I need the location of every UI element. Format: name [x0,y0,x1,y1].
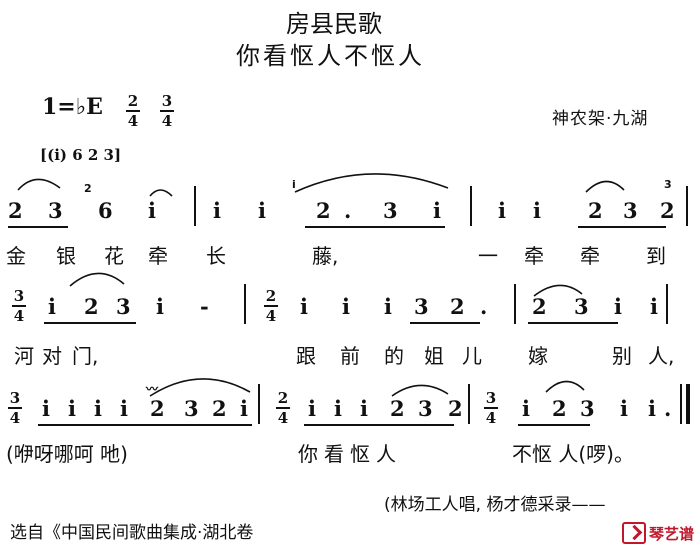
slur [69,272,125,287]
beam [518,424,590,426]
slur [545,380,585,393]
beam [38,424,252,426]
grace-note: 2 [84,182,92,195]
logo-icon [622,522,646,544]
song-title: 你看怄人不怄人 [236,42,425,70]
lyric: 牵 [524,244,544,268]
lyric: 藤, [312,244,339,268]
lyric: 前 [340,344,360,368]
lyric: 人, [648,344,675,368]
final-barline-thick [686,384,690,424]
grace-note: 3 [664,178,672,191]
lyric: 姐 [424,344,444,368]
grace-note: i [292,178,296,191]
ornament-mark: 〰 [146,382,159,396]
barline [514,284,516,324]
beam [528,322,618,324]
site-logo: 琴艺谱 [622,522,694,544]
lyric: 跟 [296,344,316,368]
barline [470,186,472,226]
lyric-line: 不怄 人(啰)。 [512,442,634,466]
barline [244,284,246,324]
barline [666,284,668,324]
beam [304,424,454,426]
lyric: 儿 [462,344,482,368]
lyric: 牵 [580,244,600,268]
beam [578,226,666,228]
logo-text: 琴艺谱 [649,524,695,543]
slur [149,378,251,397]
slur [17,178,61,191]
lyric: 到 [646,244,666,268]
beam [305,226,445,228]
beam [44,322,136,324]
slur [585,180,625,193]
key-signature: 1=♭E [42,94,103,120]
lyric: 别 [612,344,632,368]
lyric-line: (咿呀哪呵 吔) [6,442,128,466]
lyric: 嫁 [528,344,548,368]
barline [258,384,260,424]
slur [533,284,583,297]
lyric: 河 [14,344,34,368]
lyric: 一 [478,244,498,268]
page-title: 房县民歌 [286,10,382,38]
lyric: 长 [206,244,226,268]
lyric: 银 [56,244,76,268]
lyric-line: 你看怄人 [298,442,402,466]
lyric: 牵 [148,244,168,268]
barline [468,384,470,424]
lyric: 花 [104,244,124,268]
intro-motif: [(i) 6 2 3] [40,146,122,164]
slur [294,173,449,193]
lyric: 的 [384,344,404,368]
region-label: 神农架·九湖 [552,109,649,129]
performer-credit: (林场工人唱, 杨才德采录—— [384,495,606,515]
slur [391,384,449,397]
lyric: 门, [72,344,99,368]
barline [194,186,196,226]
lyric: 对 [42,344,62,368]
lyric: 金 [6,244,26,268]
source-note: 选自《中国民间歌曲集成·湖北卷 [10,523,254,543]
slur [149,189,173,197]
beam [8,226,68,228]
final-barline [680,384,682,424]
beam [410,322,480,324]
barline [686,186,688,226]
